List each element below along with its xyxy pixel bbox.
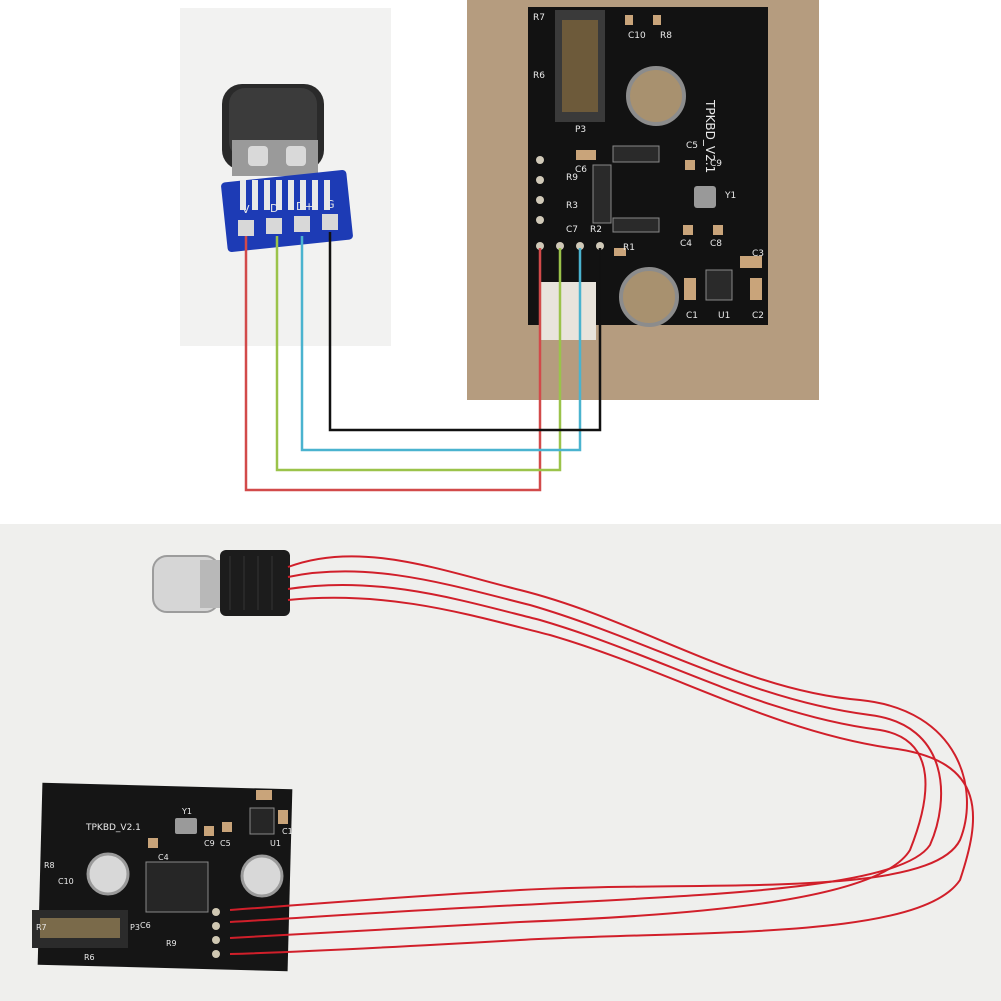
pcb-top-label-r7: R7 bbox=[533, 13, 545, 23]
pcb-top-label-c5: C5 bbox=[686, 141, 698, 151]
pcb-top-label-y1: Y1 bbox=[724, 191, 736, 201]
usb-breakout-board: V D- D+ G bbox=[221, 170, 353, 252]
pcb-bottom-label-r8: R8 bbox=[44, 861, 55, 870]
wire-d-plus bbox=[300, 236, 582, 452]
pcb-top-label-u1: U1 bbox=[718, 311, 730, 321]
pcb-bottom-board-name: TPKBD_V2.1 bbox=[85, 823, 141, 833]
red-wire bbox=[229, 583, 927, 939]
pcb-bottom-label-p3: P3 bbox=[130, 923, 140, 932]
tpkbd-board-bottom: TPKBD_V2.1 R8 C10 P3 C6 Y1 C4 C5 C9 U1 C… bbox=[32, 782, 293, 972]
bottom-usb-c-plug bbox=[152, 550, 290, 616]
pcb-bottom-label-r9: R9 bbox=[166, 939, 177, 948]
red-wire bbox=[229, 570, 943, 923]
pcb-bottom-label-c5: C5 bbox=[220, 839, 231, 848]
usb-pin-label-dplus: D+ bbox=[296, 200, 314, 213]
pcb-bottom-label-c6: C6 bbox=[140, 921, 151, 930]
pcb-bottom-label-r7: R7 bbox=[36, 923, 47, 932]
red-wire bbox=[229, 596, 974, 955]
pcb-top-label-c9: C9 bbox=[710, 159, 722, 169]
pcb-top-label-c1: C1 bbox=[686, 311, 698, 321]
wire-d-minus bbox=[275, 236, 562, 472]
pcb-top-label-p3: P3 bbox=[575, 125, 586, 135]
pcb-top-label-c2: C2 bbox=[752, 311, 764, 321]
pcb-top-label-r2: R2 bbox=[590, 225, 602, 235]
pcb-bottom-label-c10: C10 bbox=[58, 877, 74, 886]
red-wire-bundle bbox=[229, 555, 974, 955]
pcb-top-label-r6: R6 bbox=[533, 71, 545, 81]
pcb-top-label-c3: C3 bbox=[752, 249, 764, 259]
wire-ground bbox=[328, 232, 602, 432]
usb-pin-label-v: V bbox=[242, 203, 250, 216]
pcb-bottom-label-u1: U1 bbox=[270, 839, 281, 848]
pcb-bottom-label-r6: R6 bbox=[84, 953, 95, 962]
pcb-bottom-label-c1: C1 bbox=[282, 827, 293, 836]
pcb-top-board-name: TPKBD_V2.1 bbox=[703, 99, 717, 173]
pcb-top-label-r1: R1 bbox=[623, 243, 635, 253]
usb-pin-label-dminus: D- bbox=[270, 202, 282, 215]
red-wire bbox=[229, 555, 968, 911]
pcb-bottom-label-c4: C4 bbox=[158, 853, 169, 862]
wire-v bbox=[244, 236, 542, 492]
pcb-top-label-r8: R8 bbox=[660, 31, 672, 41]
pcb-top-label-r3: R3 bbox=[566, 201, 578, 211]
pcb-top-label-c6: C6 bbox=[575, 165, 587, 175]
pcb-top-label-c10: C10 bbox=[628, 31, 646, 41]
usb-pin-label-g: G bbox=[326, 198, 335, 211]
pcb-top-label-r9: R9 bbox=[566, 173, 578, 183]
pcb-top-label-c8: C8 bbox=[710, 239, 722, 249]
wiring-diagram bbox=[244, 232, 602, 492]
usb-c-connector bbox=[222, 84, 324, 176]
pcb-bottom-label-c9: C9 bbox=[204, 839, 215, 848]
pcb-top-label-c4: C4 bbox=[680, 239, 692, 249]
pcb-bottom-label-y1: Y1 bbox=[181, 807, 192, 816]
tpkbd-board-top: TPKBD_V2.1 C10 R8 R7 R6 P3 C6 R9 R3 C7 R… bbox=[528, 7, 768, 340]
pcb-top-label-c7: C7 bbox=[566, 225, 578, 235]
